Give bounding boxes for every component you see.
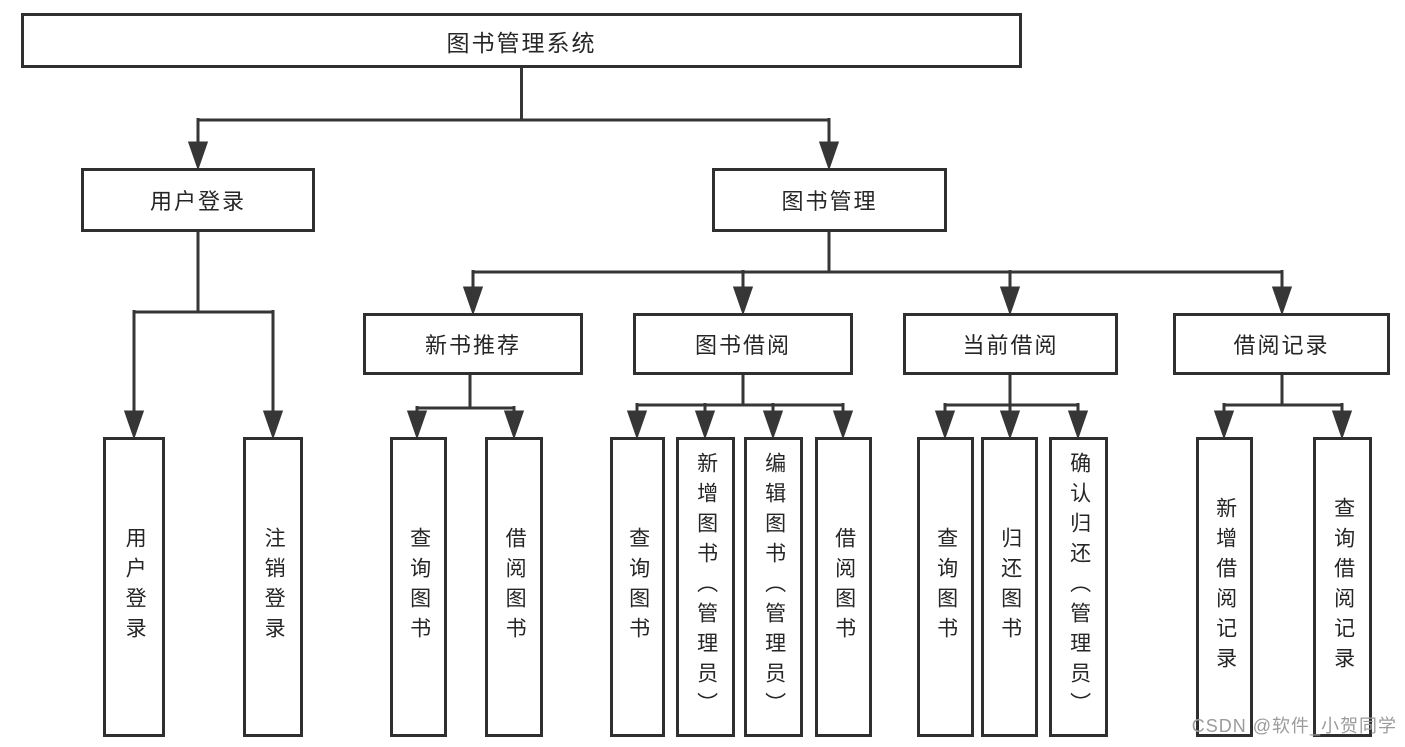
node-label: 图书管理系统 xyxy=(446,29,597,56)
leaf-label: 查询图书 xyxy=(407,527,431,647)
node-borrowing-records: 借阅记录 xyxy=(1173,313,1390,375)
leaf-label: 归还图书 xyxy=(998,527,1022,647)
node-library-management-system: 图书管理系统 xyxy=(21,13,1022,68)
leaf-query-books-current: 查询图书 xyxy=(917,437,974,737)
leaf-query-books-borrowing: 查询图书 xyxy=(610,437,665,737)
leaf-label: 借阅图书 xyxy=(503,527,527,647)
node-book-management-branch: 图书管理 xyxy=(712,168,947,232)
leaf-confirm-return-admin: 确认归还（管理员） xyxy=(1049,437,1108,737)
node-current-borrowing: 当前借阅 xyxy=(903,313,1118,375)
leaf-label: 查询图书 xyxy=(934,527,958,647)
leaf-label: 新增图书（管理员） xyxy=(694,452,718,722)
leaf-user-login: 用户登录 xyxy=(103,437,165,737)
leaf-label: 查询图书 xyxy=(626,527,650,647)
leaf-label: 查询借阅记录 xyxy=(1331,497,1355,677)
leaf-label: 用户登录 xyxy=(123,527,147,647)
leaf-label: 借阅图书 xyxy=(832,527,856,647)
leaf-return-books: 归还图书 xyxy=(981,437,1038,737)
leaf-label: 新增借阅记录 xyxy=(1213,497,1237,677)
leaf-edit-books-admin: 编辑图书（管理员） xyxy=(744,437,803,737)
node-label: 用户登录 xyxy=(149,189,246,214)
leaf-add-books-admin: 新增图书（管理员） xyxy=(676,437,735,737)
leaf-borrow-books-borrowing: 借阅图书 xyxy=(815,437,872,737)
node-new-book-recommend: 新书推荐 xyxy=(363,313,583,375)
node-user-login-branch: 用户登录 xyxy=(81,168,315,232)
leaf-borrow-books-recommend: 借阅图书 xyxy=(485,437,543,737)
node-label: 图书管理 xyxy=(781,189,878,214)
node-book-borrowing: 图书借阅 xyxy=(633,313,853,375)
node-label: 图书借阅 xyxy=(694,333,791,358)
leaf-label: 注销登录 xyxy=(262,527,286,647)
leaf-query-books-recommend: 查询图书 xyxy=(390,437,447,737)
leaf-label: 确认归还（管理员） xyxy=(1067,452,1091,722)
leaf-label: 编辑图书（管理员） xyxy=(762,452,786,722)
node-label: 当前借阅 xyxy=(962,333,1059,358)
leaf-logout: 注销登录 xyxy=(243,437,303,737)
leaf-query-borrow-record: 查询借阅记录 xyxy=(1313,437,1372,737)
node-label: 新书推荐 xyxy=(424,333,521,358)
csdn-watermark: CSDN @软件_小贺同学 xyxy=(1191,716,1397,736)
node-label: 借阅记录 xyxy=(1233,333,1330,358)
leaf-add-borrow-record: 新增借阅记录 xyxy=(1196,437,1253,737)
